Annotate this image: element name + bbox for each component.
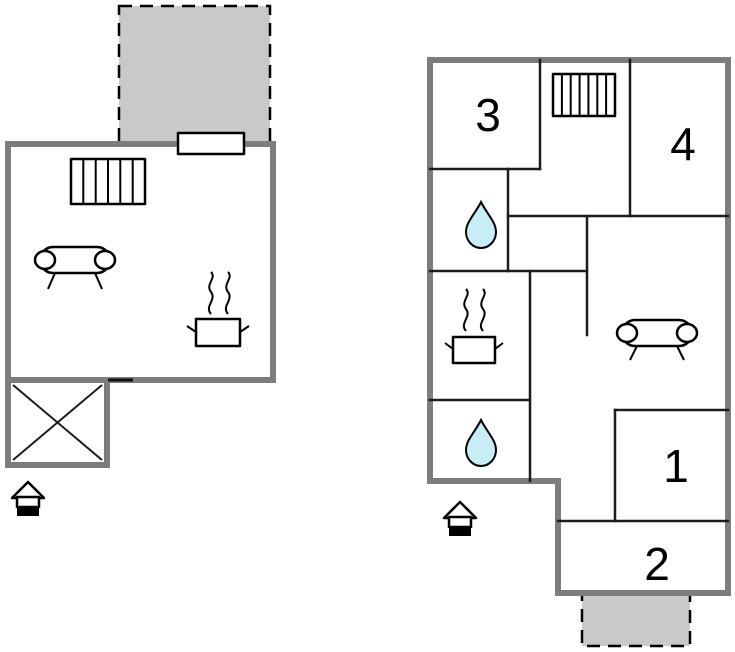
room-label-3: 3 <box>475 89 501 141</box>
right-building: 3 4 1 2 <box>427 57 731 648</box>
stove-steam-icon <box>186 271 250 348</box>
entrance-house-icon <box>442 500 478 538</box>
window-icon <box>176 131 246 156</box>
room-label-4: 4 <box>670 118 696 170</box>
building-outline <box>427 57 731 596</box>
sofa-icon <box>615 318 699 361</box>
interior-walls <box>428 58 730 523</box>
radiator-icon <box>551 72 617 118</box>
sofa-icon <box>33 245 117 290</box>
left-building <box>5 4 276 518</box>
terrace-dashed-area <box>580 590 692 648</box>
stove-steam-icon <box>444 288 504 365</box>
entrance-house-icon <box>10 480 46 518</box>
room-label-1: 1 <box>663 440 689 492</box>
room-label-2: 2 <box>644 538 670 590</box>
stairs-cross-icon <box>12 384 103 461</box>
terrace-dashed-area <box>117 4 272 145</box>
radiator-icon <box>69 157 147 206</box>
